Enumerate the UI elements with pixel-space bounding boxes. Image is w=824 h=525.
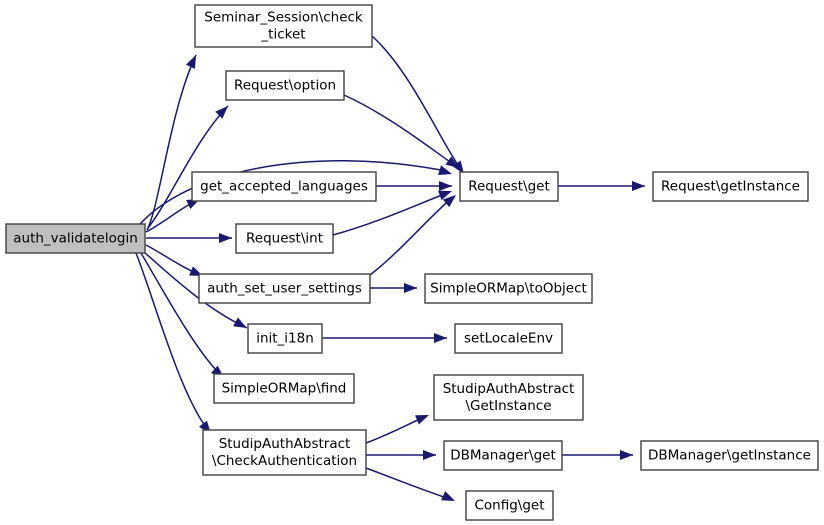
- node-label: auth_set_user_settings: [207, 281, 362, 297]
- node-label: SimpleORMap\find: [222, 381, 347, 397]
- arrowhead-icon: [439, 181, 452, 191]
- edge-auth_set_user_settings-to-request_get: [369, 195, 456, 276]
- edge-auth_validatelogin-to-auth_set_user_settings: [145, 244, 204, 277]
- edges-layer: [135, 35, 645, 501]
- node-box[interactable]: [235, 223, 334, 254]
- node-request_getinstance[interactable]: Request\getInstance: [652, 171, 809, 202]
- arrowhead-icon: [438, 165, 452, 175]
- edge-init_i18n-to-setlocaleenv: [322, 333, 447, 343]
- edge-auth_validatelogin-to-request_option: [147, 105, 229, 229]
- node-label: Request\get: [468, 179, 550, 195]
- node-label: get_accepted_languages: [200, 179, 368, 195]
- edge-studipauthabstract_checkauthentication-to-dbmanager_get: [366, 450, 436, 460]
- node-box[interactable]: [198, 273, 371, 304]
- edge-auth_validatelogin-to-simpleormap_find: [140, 252, 225, 379]
- node-label: SimpleORMap\toObject: [430, 281, 587, 297]
- node-request_option[interactable]: Request\option: [225, 70, 345, 101]
- arrowhead-icon: [442, 195, 456, 208]
- edge-auth_validatelogin-to-seminar_session_check_ticket: [146, 54, 197, 231]
- node-label: Request\getInstance: [661, 179, 800, 195]
- arrowhead-icon: [620, 450, 633, 460]
- arrowhead-icon: [219, 233, 232, 243]
- edge-seminar_session_check_ticket-to-request_get: [371, 35, 464, 174]
- node-dbmanager_getinstance[interactable]: DBManager\getInstance: [640, 440, 819, 471]
- arrowhead-icon: [434, 333, 447, 343]
- node-label: _ticket: [260, 27, 305, 43]
- node-init_i18n[interactable]: init_i18n: [247, 323, 323, 354]
- node-box[interactable]: [194, 4, 373, 48]
- node-label: setLocaleEnv: [464, 331, 553, 347]
- node-request_int[interactable]: Request\int: [235, 223, 334, 254]
- node-box[interactable]: [465, 490, 554, 521]
- node-label: \CheckAuthentication: [212, 453, 357, 469]
- node-label: Seminar_Session\check: [204, 10, 363, 26]
- node-box[interactable]: [459, 171, 559, 202]
- edge-studipauthabstract_checkauthentication-to-studipauthabstract_getinstance: [365, 415, 429, 444]
- node-auth_set_user_settings[interactable]: auth_set_user_settings: [198, 273, 371, 304]
- arrowhead-icon: [423, 450, 436, 460]
- node-box[interactable]: [213, 373, 355, 404]
- arrowhead-icon: [438, 190, 452, 201]
- arrowhead-icon: [233, 317, 247, 328]
- edge-request_int-to-request_get: [332, 190, 452, 236]
- node-seminar_session_check_ticket[interactable]: Seminar_Session\check_ticket: [194, 4, 373, 48]
- node-studipauthabstract_getinstance[interactable]: StudipAuthAbstract\GetInstance: [433, 374, 584, 421]
- node-simpleormap_toobject[interactable]: SimpleORMap\toObject: [424, 273, 593, 304]
- arrowhead-icon: [632, 181, 645, 191]
- arrowhead-icon: [445, 156, 459, 168]
- arrowhead-icon: [404, 283, 417, 293]
- edge-get_accepted_languages-to-request_get: [376, 181, 452, 191]
- node-box[interactable]: [454, 323, 563, 354]
- node-label: \GetInstance: [465, 398, 551, 414]
- edge-request_option-to-request_get: [343, 94, 459, 168]
- node-box[interactable]: [443, 440, 563, 471]
- arrowhead-icon: [441, 491, 455, 501]
- node-label: StudipAuthAbstract: [219, 436, 351, 452]
- arrowhead-icon: [185, 55, 196, 69]
- node-studipauthabstract_checkauthentication[interactable]: StudipAuthAbstract\CheckAuthentication: [202, 429, 367, 476]
- edge-auth_validatelogin-to-request_get: [139, 159, 452, 225]
- node-label: init_i18n: [256, 331, 314, 347]
- node-label: auth_validatelogin: [13, 231, 138, 247]
- node-label: StudipAuthAbstract: [443, 381, 575, 397]
- edge-studipauthabstract_checkauthentication-to-config_get: [365, 467, 455, 501]
- node-box[interactable]: [202, 429, 367, 476]
- node-box[interactable]: [247, 323, 323, 354]
- node-box[interactable]: [433, 374, 584, 421]
- node-label: Request\int: [246, 231, 323, 247]
- arrowhead-icon: [215, 106, 228, 119]
- node-label: Config\get: [474, 498, 544, 514]
- node-box[interactable]: [225, 70, 345, 101]
- edge-auth_validatelogin-to-init_i18n: [143, 251, 248, 329]
- edge-auth_validatelogin-to-request_int: [146, 233, 232, 243]
- node-label: DBManager\get: [450, 448, 556, 464]
- node-get_accepted_languages[interactable]: get_accepted_languages: [191, 171, 377, 202]
- node-auth_validatelogin[interactable]: auth_validatelogin: [5, 223, 146, 254]
- node-box[interactable]: [424, 273, 593, 304]
- node-box[interactable]: [652, 171, 809, 202]
- arrowhead-icon: [415, 415, 429, 425]
- edge-auth_set_user_settings-to-simpleormap_toobject: [370, 283, 417, 293]
- node-label: DBManager\getInstance: [648, 448, 811, 464]
- node-box[interactable]: [191, 171, 377, 202]
- node-config_get[interactable]: Config\get: [465, 490, 554, 521]
- nodes-layer: auth_validatelogin Seminar_Session\check_…: [5, 4, 819, 521]
- node-request_get[interactable]: Request\get: [459, 171, 559, 202]
- node-label: Request\option: [234, 78, 336, 94]
- node-setlocaleenv[interactable]: setLocaleEnv: [454, 323, 563, 354]
- edge-dbmanager_get-to-dbmanager_getinstance: [562, 450, 633, 460]
- node-box[interactable]: [5, 223, 146, 254]
- edge-request_get-to-request_getinstance: [558, 181, 645, 191]
- node-simpleormap_find[interactable]: SimpleORMap\find: [213, 373, 355, 404]
- node-dbmanager_get[interactable]: DBManager\get: [443, 440, 563, 471]
- node-box[interactable]: [640, 440, 819, 471]
